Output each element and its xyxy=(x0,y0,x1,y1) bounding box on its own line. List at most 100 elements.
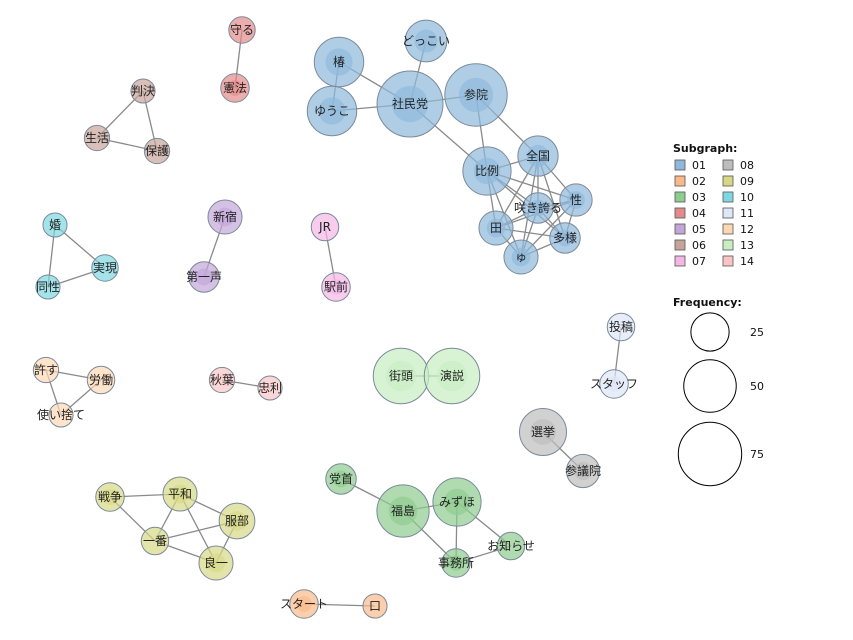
legend-label-07: 07 xyxy=(692,255,706,268)
node-mamoru[interactable]: 守る xyxy=(228,16,256,44)
node-circle[interactable] xyxy=(32,356,60,384)
node-label: 生活 xyxy=(85,131,109,145)
node-circle[interactable] xyxy=(496,531,526,561)
node-label: 守る xyxy=(230,23,254,37)
node-label: 保護 xyxy=(145,143,169,158)
frequency-legend-circle-25 xyxy=(690,312,730,352)
node-sakihokoru[interactable]: 咲き誇る xyxy=(514,192,562,224)
node-toushu[interactable]: 党首 xyxy=(325,463,357,495)
node-tayou[interactable]: 多様 xyxy=(549,222,581,254)
node-circle[interactable] xyxy=(83,124,111,152)
node-core xyxy=(526,144,550,168)
node-circle[interactable] xyxy=(228,16,256,44)
node-shamin[interactable]: 社民党 xyxy=(376,70,444,138)
node-label: 許す xyxy=(34,363,58,377)
node-circle[interactable] xyxy=(606,312,636,342)
node-jimusho[interactable]: 事務所 xyxy=(438,548,474,578)
legend-swatch-04 xyxy=(674,207,686,219)
node-sangiin[interactable]: 参議院 xyxy=(565,453,601,489)
node-zenkoku[interactable]: 全国 xyxy=(517,135,559,177)
node-circle[interactable] xyxy=(208,366,236,394)
node-circle[interactable] xyxy=(140,526,170,556)
node-daiissei[interactable]: 第一声 xyxy=(186,261,222,293)
node-core xyxy=(227,80,243,96)
node-circle[interactable] xyxy=(42,212,68,238)
node-label: 椿 xyxy=(333,55,345,69)
node-label: 忠利 xyxy=(258,381,282,395)
node-yuuko[interactable]: ゆうこ xyxy=(306,85,358,137)
node-circle[interactable] xyxy=(143,137,171,165)
node-tsubaki[interactable]: 椿 xyxy=(313,36,365,88)
node-circle[interactable] xyxy=(362,593,388,619)
node-sensou[interactable]: 戦争 xyxy=(95,482,125,512)
node-staff[interactable]: スタッフ xyxy=(590,369,638,399)
node-tadatoshi[interactable]: 忠利 xyxy=(257,375,283,401)
node-core xyxy=(227,511,247,531)
node-fukushima[interactable]: 福島 xyxy=(376,484,430,538)
node-label: 街頭 xyxy=(389,369,413,383)
legend-label-08: 08 xyxy=(740,159,754,172)
node-ta[interactable]: 田 xyxy=(478,210,514,246)
node-heiwa[interactable]: 平和 xyxy=(162,476,198,512)
legend-swatch-12 xyxy=(722,223,734,235)
node-yurusu[interactable]: 許す xyxy=(32,356,60,384)
node-dousei[interactable]: 同性 xyxy=(35,274,61,300)
node-circle[interactable] xyxy=(35,274,61,300)
node-roudou[interactable]: 労働 xyxy=(86,365,116,395)
node-hogo[interactable]: 保護 xyxy=(143,137,171,165)
node-seikatsu[interactable]: 生活 xyxy=(83,124,111,152)
node-jr[interactable]: JR xyxy=(310,212,340,242)
node-circle[interactable] xyxy=(310,212,340,242)
node-yu[interactable]: ゅ xyxy=(503,239,539,275)
node-shinjuku[interactable]: 新宿 xyxy=(207,199,243,235)
node-mizuho[interactable]: みずほ xyxy=(432,477,482,527)
node-core xyxy=(328,279,344,295)
node-kenpou[interactable]: 憲法 xyxy=(220,73,250,103)
node-enzetsu[interactable]: 演説 xyxy=(423,347,481,405)
node-dokkoi[interactable]: どっこい xyxy=(402,19,450,63)
node-ekimae[interactable]: 駅前 xyxy=(321,272,351,302)
node-label: 使い捨て xyxy=(37,407,85,422)
node-hanketsu[interactable]: 判決 xyxy=(130,78,156,104)
node-circle[interactable] xyxy=(91,254,119,282)
node-label: 参議院 xyxy=(565,463,601,478)
node-core xyxy=(414,29,438,53)
node-core xyxy=(325,48,353,76)
node-core xyxy=(102,489,118,505)
frequency-legend-circle-50 xyxy=(683,359,737,413)
node-tsukaisute[interactable]: 使い捨て xyxy=(37,402,85,428)
node-label: 多様 xyxy=(553,231,577,245)
node-circle[interactable] xyxy=(48,402,74,428)
node-label: お知らせ xyxy=(487,539,535,553)
subgraph-legend-title: Subgraph: xyxy=(673,142,737,155)
node-start[interactable]: スタート xyxy=(280,589,328,619)
node-circle[interactable] xyxy=(130,78,156,104)
node-sei[interactable]: 性 xyxy=(559,183,593,217)
node-shuuba[interactable]: 秋葉 xyxy=(208,366,236,394)
node-circle[interactable] xyxy=(86,365,116,395)
frequency-legend-circle-75 xyxy=(677,421,743,487)
node-kon[interactable]: 婚 xyxy=(42,212,68,238)
node-hattori[interactable]: 服部 xyxy=(218,502,256,540)
node-label: 労働 xyxy=(89,373,113,387)
node-core xyxy=(573,461,593,481)
node-sanin[interactable]: 参院 xyxy=(444,63,508,127)
legend-label-13: 13 xyxy=(740,239,754,252)
node-circle[interactable] xyxy=(257,375,283,401)
node-senkyo[interactable]: 選挙 xyxy=(519,408,567,456)
node-ryouichi[interactable]: 良一 xyxy=(198,545,234,581)
node-toukou[interactable]: 投稿 xyxy=(606,312,636,342)
node-core xyxy=(206,553,226,573)
node-oshirase[interactable]: お知らせ xyxy=(487,531,535,561)
node-label: 同性 xyxy=(36,280,60,294)
node-jitsugen[interactable]: 実現 xyxy=(91,254,119,282)
legend-label-03: 03 xyxy=(692,191,706,204)
node-ichiban[interactable]: 一番 xyxy=(140,526,170,556)
node-label: ゆうこ xyxy=(314,104,350,118)
node-kuchi[interactable]: 口 xyxy=(362,593,388,619)
node-hirei[interactable]: 比例 xyxy=(462,146,512,196)
node-label: 良一 xyxy=(204,555,228,570)
node-gaitou[interactable]: 街頭 xyxy=(372,347,430,405)
